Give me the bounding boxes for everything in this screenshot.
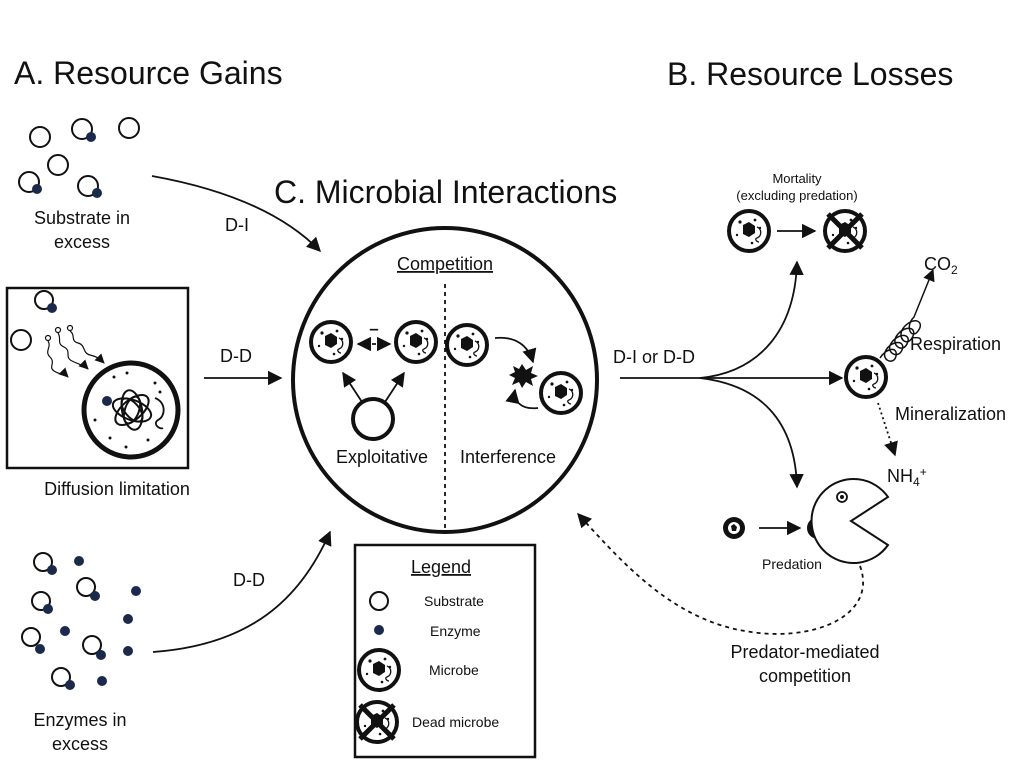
microbe-respiring bbox=[844, 355, 888, 399]
heading-resource-losses: B. Resource Losses bbox=[667, 56, 953, 92]
heading-resource-gains: A. Resource Gains bbox=[14, 55, 283, 91]
enzymes-cluster bbox=[21, 552, 102, 687]
legend-dead-microbe-icon bbox=[357, 702, 397, 742]
minus-sign: – bbox=[369, 319, 378, 338]
substrate-label-2: excess bbox=[54, 232, 110, 252]
mortality-sublabel: (excluding predation) bbox=[736, 188, 857, 203]
predator-mediated-label-2: competition bbox=[759, 666, 851, 686]
competition-label: Competition bbox=[397, 254, 493, 274]
arrow-label-middle: D-D bbox=[220, 346, 252, 366]
arrow-di-top bbox=[151, 175, 322, 253]
co2-label: CO2 bbox=[924, 254, 958, 277]
microbe-interfere-bottom bbox=[539, 371, 583, 415]
arrow-label-bottom: D-D bbox=[233, 570, 265, 590]
mortality-label: Mortality bbox=[772, 171, 822, 186]
arrow-to-mortality bbox=[699, 260, 804, 379]
toxin-arrow bbox=[494, 336, 537, 364]
uptake-arrow-right bbox=[384, 371, 405, 403]
legend-enzyme-label: Enzyme bbox=[430, 623, 481, 639]
microbe-interfere-top bbox=[445, 323, 489, 367]
enzymes-label: Enzymes in bbox=[33, 710, 126, 730]
exploitative-label: Exploitative bbox=[336, 447, 428, 467]
substrate-circle bbox=[29, 126, 51, 148]
nh4-label: NH4+ bbox=[887, 465, 927, 489]
legend-microbe-icon bbox=[357, 648, 401, 692]
legend-title: Legend bbox=[411, 557, 471, 577]
enzyme-dot bbox=[32, 184, 42, 194]
enzymes-label-2: excess bbox=[52, 734, 108, 754]
predator-mediated-label: Predator-mediated bbox=[730, 642, 879, 662]
substrate-label: Substrate in bbox=[34, 208, 130, 228]
respiration-spiral bbox=[879, 268, 935, 362]
enzyme-dot bbox=[92, 188, 102, 198]
enzymes-cluster-dots bbox=[35, 556, 141, 690]
legend-enzyme-icon bbox=[374, 625, 384, 635]
arrow-label-out: D-I or D-D bbox=[613, 347, 695, 367]
microbe-exploit-left bbox=[309, 320, 353, 364]
arrow-label-top: D-I bbox=[225, 215, 249, 235]
diffusion-wavy-arrows bbox=[44, 324, 105, 378]
interference-label: Interference bbox=[460, 447, 556, 467]
heading-microbial-interactions: C. Microbial Interactions bbox=[274, 174, 617, 210]
uptake-arrow-left bbox=[342, 371, 363, 403]
prey-microbe-icon bbox=[723, 517, 745, 539]
substrate-circle bbox=[47, 154, 69, 176]
legend-microbe-label: Microbe bbox=[429, 662, 479, 678]
enzyme-dot bbox=[86, 132, 96, 142]
dead-microbe-icon bbox=[825, 211, 865, 251]
respiration-label: Respiration bbox=[910, 334, 1001, 354]
mineralization-arrow bbox=[877, 402, 898, 457]
microbe-living bbox=[727, 209, 771, 253]
substrate-circle bbox=[118, 117, 140, 139]
mineralization-label: Mineralization bbox=[895, 404, 1006, 424]
large-cell bbox=[81, 360, 181, 460]
substrate-circle bbox=[10, 329, 32, 351]
toxin-burst-icon bbox=[509, 364, 538, 388]
arrow-dd-bottom bbox=[152, 530, 332, 653]
microbe-exploit-right bbox=[394, 320, 438, 364]
predation-label: Predation bbox=[762, 556, 822, 572]
counter-arrow bbox=[505, 388, 539, 410]
arrow-to-predation bbox=[699, 377, 804, 489]
diffusion-label: Diffusion limitation bbox=[44, 479, 190, 499]
predator-pacman-icon bbox=[810, 478, 890, 564]
predator-mediated-arrow bbox=[577, 512, 864, 635]
legend-substrate-label: Substrate bbox=[424, 593, 484, 609]
legend-dead-microbe-label: Dead microbe bbox=[412, 714, 499, 730]
legend-substrate-icon bbox=[369, 591, 389, 611]
substrate-cluster-enzymes bbox=[32, 132, 102, 198]
enzyme-dot bbox=[47, 303, 57, 313]
substrate-shared bbox=[351, 397, 395, 441]
